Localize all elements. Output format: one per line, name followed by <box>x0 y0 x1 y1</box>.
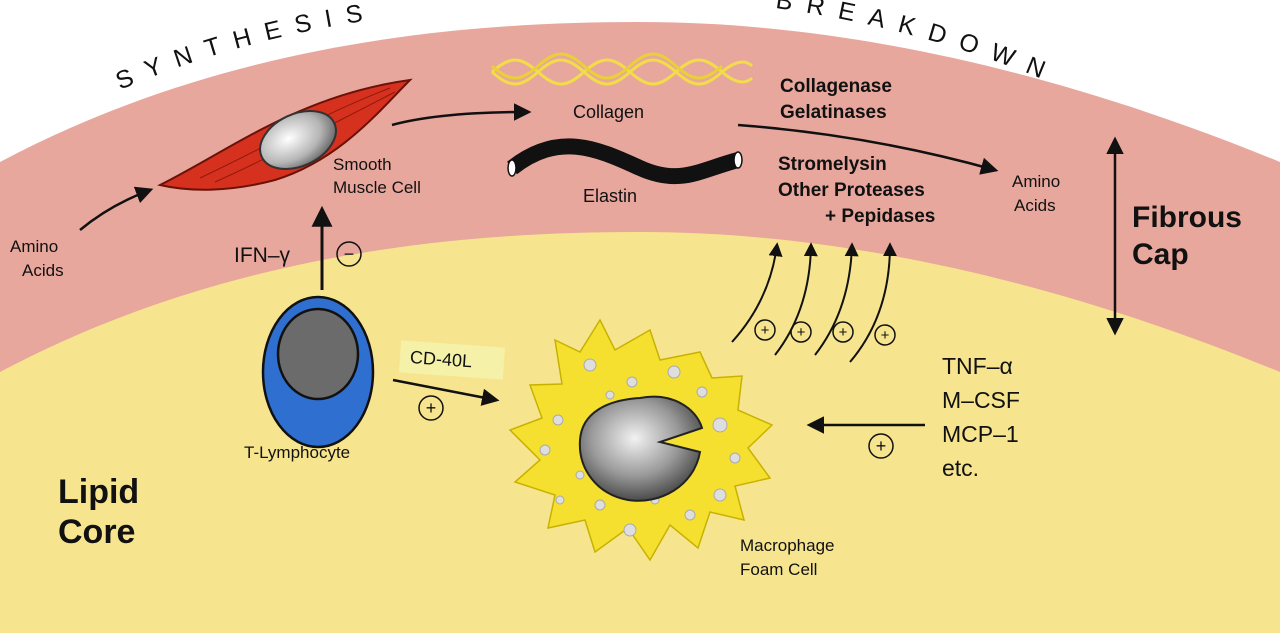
ifn-gamma-label: IFN–γ <box>234 244 291 267</box>
amino-acids-left-label-2: Acids <box>22 261 64 280</box>
svg-text:+: + <box>797 324 806 341</box>
amino-acids-right-label-2: Acids <box>1014 196 1056 215</box>
macrophage-to-enzymes-arrows <box>731 242 897 363</box>
t-lymphocyte-nucleus <box>276 307 360 401</box>
amino-to-smc-arrow <box>79 186 154 231</box>
collagen-label: Collagen <box>573 102 644 122</box>
cytokine-label-etc: etc. <box>942 455 979 481</box>
macrophage-label-1: Macrophage <box>740 536 835 555</box>
breakdown-arrow <box>737 123 999 175</box>
plus-sign-cd40l: + <box>418 395 444 421</box>
tcell-to-macrophage-arrow <box>392 378 500 406</box>
svg-text:CD-40L: CD-40L <box>409 347 472 371</box>
macrophage-nucleus <box>578 395 704 502</box>
elastin-fiber <box>507 138 743 185</box>
lipid-core-label-1: Lipid <box>58 473 139 511</box>
svg-text:−: − <box>344 244 355 264</box>
fibrous-cap-label-1: Fibrous <box>1132 201 1242 234</box>
svg-text:+: + <box>876 436 887 456</box>
fibrous-cap-label-2: Cap <box>1132 238 1189 271</box>
macrophage-foam-cell <box>508 318 774 562</box>
enzyme-label-stromelysin: Stromelysin <box>778 154 887 175</box>
cytokine-label-mcsf: M–CSF <box>942 387 1020 413</box>
smooth-muscle-cell <box>157 78 413 191</box>
svg-text:+: + <box>839 324 848 341</box>
plus-sign-enzymes: + + + + <box>754 319 896 346</box>
svg-text:+: + <box>761 322 770 339</box>
minus-sign-ifn: − <box>336 241 362 267</box>
svg-text:+: + <box>426 398 437 418</box>
smooth-muscle-label-1: Smooth <box>333 155 392 174</box>
amino-acids-left-label-1: Amino <box>10 237 58 256</box>
cd40l-tag: CD-40L <box>399 340 505 380</box>
cytokine-label-tnf: TNF–α <box>942 353 1013 379</box>
svg-text:+: + <box>881 327 890 344</box>
smc-to-collagen-arrow <box>391 103 532 127</box>
macrophage-label-2: Foam Cell <box>740 560 817 579</box>
elastin-label: Elastin <box>583 186 637 206</box>
enzyme-label-pepidases: + Pepidases <box>825 206 935 227</box>
smc-nucleus <box>259 109 337 171</box>
enzyme-label-collagenase: Collagenase <box>780 76 892 97</box>
lipid-core-label-2: Core <box>58 513 135 551</box>
t-lymphocyte-label: T-Lymphocyte <box>244 443 350 462</box>
enzyme-label-gelatinases: Gelatinases <box>780 102 887 123</box>
collagen-fiber <box>491 52 754 86</box>
cytokine-label-mcp1: MCP–1 <box>942 421 1019 447</box>
amino-acids-right-label-1: Amino <box>1012 172 1060 191</box>
enzyme-label-other-proteases: Other Proteases <box>778 180 925 201</box>
t-lymphocyte-cell <box>261 295 375 449</box>
smooth-muscle-label-2: Muscle Cell <box>333 178 421 197</box>
plus-sign-cytokines: + <box>868 433 894 459</box>
